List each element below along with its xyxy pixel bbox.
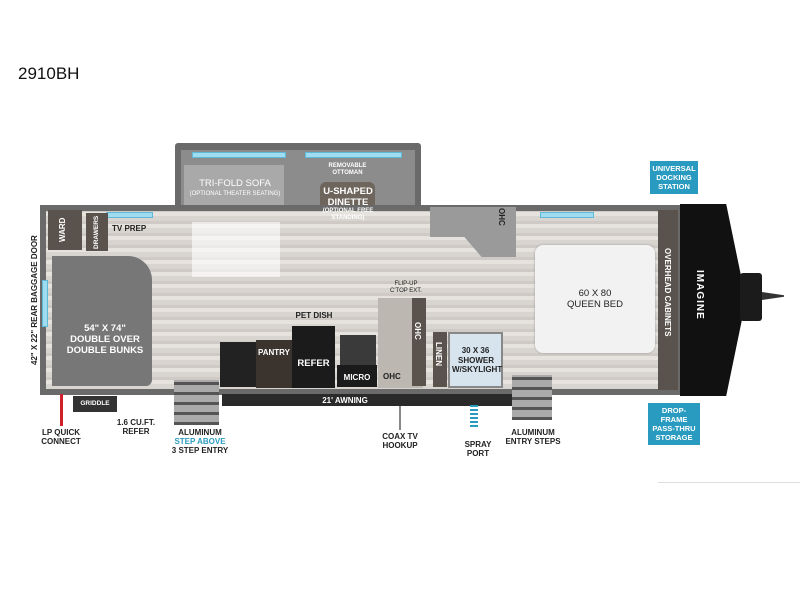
divider bbox=[658, 482, 800, 483]
ward-label: Ward bbox=[58, 217, 67, 243]
bed-size-label: 60 x 80 bbox=[578, 288, 612, 299]
ohc-bath-label: OHC bbox=[497, 208, 506, 226]
brand-logo: IMAGINE bbox=[694, 270, 705, 320]
sofa-label: Tri-Fold Sofa bbox=[199, 178, 271, 189]
ottoman-label: Removable Ottoman bbox=[328, 163, 367, 176]
entry-steps-label: Aluminum Entry Steps bbox=[505, 428, 561, 446]
step-above-label: Step Above bbox=[174, 437, 226, 446]
bunks-name-label: Double Over Double Bunks bbox=[66, 334, 144, 356]
kitchen-cabinets bbox=[220, 342, 260, 387]
window bbox=[42, 280, 48, 327]
lp-label: LP Quick Connect bbox=[41, 428, 81, 446]
wardrobe bbox=[48, 210, 82, 250]
window bbox=[305, 152, 402, 158]
tongue bbox=[762, 292, 784, 300]
spray-port-label: Spray Port bbox=[464, 440, 492, 458]
lp-line bbox=[60, 394, 63, 426]
outside-refer-label: 1.6 Cu.Ft. Refer bbox=[116, 418, 156, 436]
pantry-label: Pantry bbox=[258, 348, 290, 357]
hitch bbox=[740, 273, 762, 321]
pet-dish-label: Pet Dish bbox=[295, 311, 333, 320]
refrigerator bbox=[292, 326, 335, 388]
sofa-bed-extension bbox=[192, 222, 280, 277]
refer-label: Refer bbox=[297, 358, 330, 369]
step-entry-steps bbox=[174, 380, 219, 425]
shower-name-label: Shower w/Skylight bbox=[452, 356, 503, 374]
linen-label: Linen bbox=[434, 342, 443, 366]
overhead-cabinets-label: Overhead Cabinets bbox=[663, 248, 672, 337]
docking-station-callout: Universal Docking Station bbox=[650, 161, 698, 194]
dinette-label: U-Shaped Dinette bbox=[323, 186, 373, 208]
drawers bbox=[86, 213, 108, 251]
window bbox=[540, 212, 594, 218]
queen-bed bbox=[535, 245, 655, 353]
rear-door-label: 42" x 22" Rear Baggage Door bbox=[30, 235, 39, 365]
window bbox=[192, 152, 286, 158]
spray-hose bbox=[470, 403, 478, 427]
overhead-cabinets-bar bbox=[658, 210, 678, 390]
flip-up-label: Flip-Up C'Top Ext. bbox=[390, 281, 422, 294]
bed-name-label: Queen Bed bbox=[567, 299, 623, 310]
pantry-shelf bbox=[256, 340, 292, 388]
tv-prep-label: TV Prep bbox=[112, 224, 147, 233]
bunks-size-label: 54" x 74" bbox=[84, 323, 126, 334]
coax-label: Coax TV Hookup bbox=[382, 432, 418, 450]
coax-line bbox=[399, 406, 401, 430]
micro-label: Micro bbox=[343, 373, 371, 382]
entry-steps bbox=[512, 375, 552, 420]
step-entry-label-3: 3 Step Entry bbox=[171, 446, 229, 455]
shower-size-label: 30 x 36 bbox=[461, 346, 490, 355]
awning-label: 21' Awning bbox=[322, 396, 368, 405]
shower bbox=[448, 332, 503, 388]
front-cap bbox=[680, 204, 746, 396]
awning bbox=[222, 394, 512, 406]
sofa-note: (Optional Theater Seating) bbox=[189, 191, 281, 197]
ohc-kitchen-label: OHC bbox=[413, 322, 422, 340]
bunks bbox=[52, 256, 152, 386]
dinette-note: (Optional Free Standing) bbox=[322, 208, 374, 221]
griddle-label: Griddle bbox=[80, 400, 110, 407]
pass-thru-storage-callout: Drop-Frame Pass-Thru Storage bbox=[648, 403, 700, 445]
linen-cabinet bbox=[433, 332, 447, 387]
microwave bbox=[337, 365, 377, 387]
model-title: 2910BH bbox=[18, 64, 80, 83]
stove bbox=[340, 335, 376, 365]
drawers-label: Drawers bbox=[93, 215, 100, 249]
ohc-kitchen-lower-label: OHC bbox=[383, 372, 401, 381]
kitchen-ohc bbox=[412, 298, 426, 386]
step-entry-label-1: Aluminum bbox=[178, 428, 222, 437]
griddle bbox=[73, 396, 117, 412]
window bbox=[106, 212, 153, 218]
